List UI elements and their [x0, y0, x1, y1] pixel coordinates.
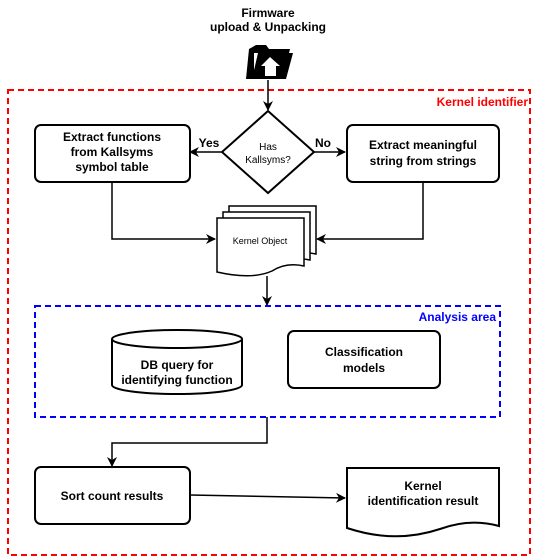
identification-result-document [346, 467, 500, 538]
firmware-title-line1: Firmware [241, 6, 295, 20]
extract-strings-line1: Extract meaningful [369, 138, 477, 152]
no-label: No [315, 136, 331, 150]
arrow-sort-to-result [189, 492, 346, 503]
arrow-analysis-to-sort [107, 417, 268, 467]
result-line2: identification result [368, 494, 479, 508]
kernel-object-multidoc [216, 205, 317, 277]
db-query-line2: identifying function [121, 373, 232, 387]
classification-models-box [287, 330, 441, 389]
classification-line2: models [343, 361, 385, 375]
db-query-line1: DB query for [141, 358, 214, 372]
decision-line1: Has [259, 142, 277, 153]
result-line1: Kernel [404, 479, 441, 493]
extract-functions-line3: symbol table [75, 160, 149, 174]
extract-functions-line2: from Kallsyms [71, 145, 154, 159]
classification-line1: Classification [325, 345, 403, 359]
analysis-area-label: Analysis area [419, 310, 497, 324]
kernel-identifier-label: Kernel identifier [437, 95, 529, 109]
db-query-cylinder [111, 329, 243, 395]
decision-diamond [220, 109, 316, 195]
arrow-functions-to-object [111, 182, 216, 244]
yes-label: Yes [199, 136, 220, 150]
kernel-object-label: Kernel Object [233, 236, 288, 246]
folder-upload-icon [246, 45, 293, 79]
extract-strings-line2: string from strings [370, 154, 477, 168]
arrow-strings-to-object [316, 182, 424, 244]
extract-functions-line1: Extract functions [63, 130, 161, 144]
kernel-identifier-region [7, 89, 531, 556]
analysis-area-region [34, 305, 501, 418]
decision-line2: Kallsyms? [245, 155, 291, 166]
firmware-title-line2: upload & Unpacking [210, 20, 326, 34]
sort-count-label: Sort count results [61, 489, 164, 503]
